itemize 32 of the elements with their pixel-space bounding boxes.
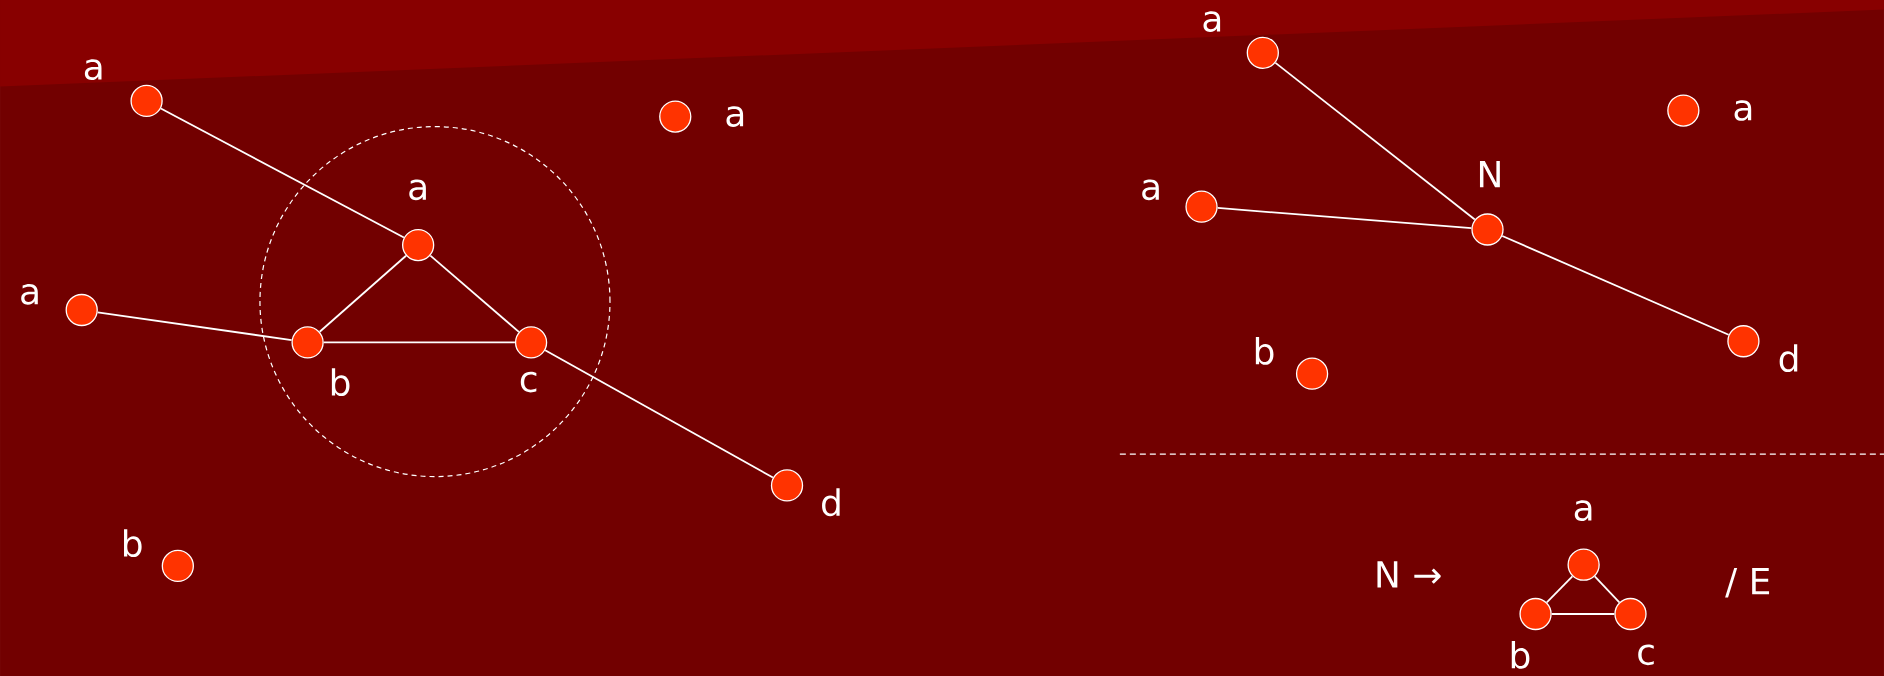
vertex-label: b	[331, 367, 350, 396]
vertex-label: a	[726, 106, 744, 127]
edge-line	[1216, 206, 1473, 229]
vertex-label: a	[409, 179, 426, 200]
edge-line	[1593, 575, 1621, 603]
vertex-label: c	[1638, 644, 1654, 665]
edge-line	[1501, 234, 1730, 336]
text-label: / E	[1725, 567, 1770, 598]
text-label: N →	[1377, 561, 1441, 588]
edge-line	[96, 311, 293, 341]
vertex-label: d	[822, 488, 840, 516]
edge-line	[159, 107, 405, 239]
vertex-label: c	[520, 371, 537, 393]
edge-line	[1274, 61, 1476, 221]
vertex-label: d	[1779, 343, 1798, 372]
edge-line	[318, 254, 407, 333]
vertex-label: a	[1734, 100, 1752, 121]
edge-line	[544, 349, 774, 479]
vertex-label: b	[1255, 336, 1274, 365]
edge-line	[429, 254, 520, 333]
vertex-label: a	[1203, 11, 1221, 32]
vertex-label: a	[84, 59, 102, 80]
vertex-label: b	[124, 528, 142, 557]
edge-line	[322, 341, 516, 344]
edge-line	[1545, 575, 1574, 604]
vertex-label: a	[1142, 179, 1159, 200]
vertex-label: a	[21, 283, 38, 305]
dashed-circle	[259, 125, 611, 477]
vertex-label: b	[1511, 640, 1530, 669]
vertex-label: a	[1574, 500, 1592, 521]
vertex-label: N	[1479, 160, 1500, 188]
edge-line	[1550, 612, 1616, 615]
